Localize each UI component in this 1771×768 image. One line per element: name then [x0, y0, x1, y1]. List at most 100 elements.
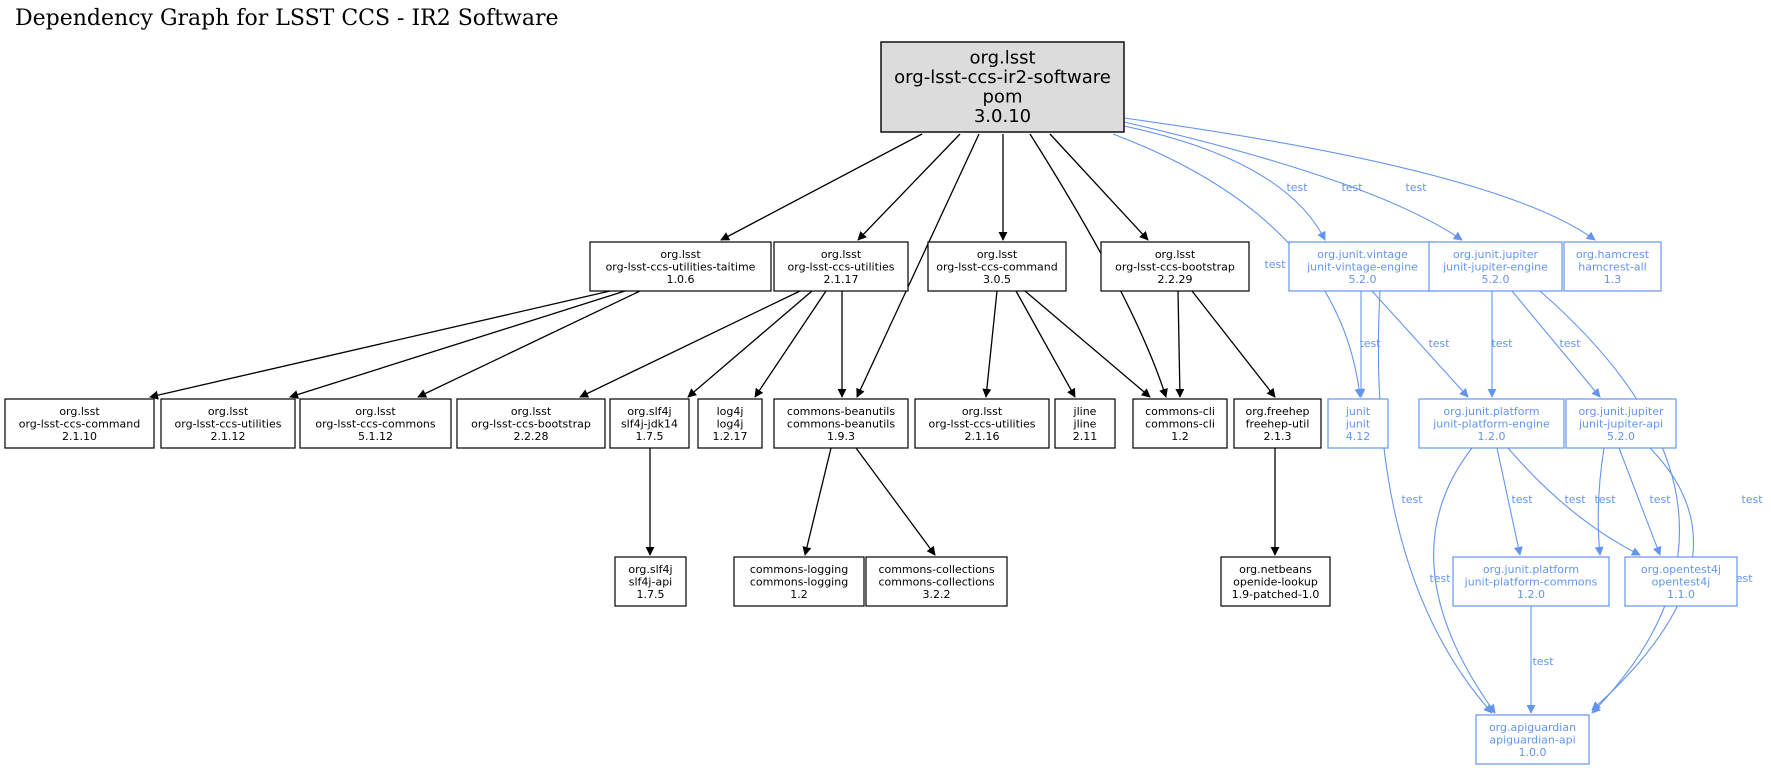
edge-label-jupeng-to-jupapi: test — [1559, 337, 1581, 350]
node-label-line: junit-vintage-engine — [1306, 260, 1418, 273]
edge-platengine-to-apiguardian — [1433, 447, 1496, 714]
node-label-line: org.lsst — [969, 48, 1035, 69]
node-box — [1452, 556, 1610, 607]
node-label-line: apiguardian-api — [1489, 733, 1575, 746]
node-label-line: commons-collections — [878, 575, 994, 588]
node-label-line: 2.1.3 — [1264, 430, 1292, 443]
node-org-lsst-ccs-utilities-taitime-1-0-6: org.lsstorg-lsst-ccs-utilities-taitime1.… — [589, 241, 772, 292]
node-junit-platform-commons-1-2-0: org.junit.platformjunit-platform-commons… — [1452, 556, 1610, 607]
node-label-line: jline — [1073, 417, 1097, 430]
node-label-line: org.lsst — [355, 405, 396, 418]
node-label-line: org.hamcrest — [1576, 248, 1650, 261]
node-label-line: hamcrest-all — [1578, 260, 1646, 273]
edge-label-jupeng-to-platengine: test — [1491, 337, 1513, 350]
node-label-line: 1.9-patched-1.0 — [1232, 588, 1320, 601]
node-box — [1233, 398, 1322, 449]
edge-label-root-to-vintage: test — [1286, 181, 1308, 194]
node-box — [773, 398, 909, 449]
node-label-line: org.lsst — [660, 248, 701, 261]
node-label-line: org.lsst — [511, 405, 552, 418]
edge-label-jupapi-to-platcommons: test — [1594, 493, 1616, 506]
node-box — [1054, 398, 1116, 449]
edge-taitime-to-cmd2110 — [149, 290, 611, 400]
node-label-line: org-lsst-ccs-utilities — [788, 260, 895, 273]
node-label-line: org.slf4j — [627, 405, 671, 418]
node-box — [614, 556, 687, 607]
node-label-line: commons-collections — [878, 563, 994, 576]
edge-boot2229-to-cli — [1175, 290, 1185, 398]
node-box — [160, 398, 296, 449]
edge-label-jupapi-to-opentest4j: test — [1649, 493, 1671, 506]
edge-beanutils-to-logging — [802, 447, 832, 556]
node-label-line: 3.2.2 — [923, 588, 951, 601]
edge-label-vintage-to-apiguardian: test — [1401, 493, 1423, 506]
edge-cmd305-to-cli — [1024, 290, 1151, 398]
node-label-line: org-lsst-ccs-ir2-software — [894, 67, 1111, 88]
edge-label-vintage-to-platengine: test — [1428, 337, 1450, 350]
node-box — [865, 556, 1008, 607]
node-label-line: 1.3 — [1604, 273, 1622, 286]
node-label-line: junit — [1345, 417, 1371, 430]
node-label-line: org.lsst — [977, 248, 1018, 261]
node-label-line: org.junit.jupiter — [1453, 248, 1539, 261]
node-label-line: org-lsst-ccs-command — [936, 260, 1058, 273]
node-label-line: 2.2.28 — [514, 430, 549, 443]
node-label-line: 1.0.0 — [1519, 746, 1547, 759]
edge-cmd305-to-util2116 — [982, 290, 998, 398]
node-org-lsst-ccs-ir2-software-3-0-10: org.lsstorg-lsst-ccs-ir2-softwarepom3.0.… — [880, 41, 1125, 133]
edge-root-to-vintage — [1123, 125, 1326, 241]
node-label-line: 2.1.16 — [965, 430, 1000, 443]
node-box — [1327, 398, 1389, 449]
node-label-line: freehep-util — [1246, 417, 1310, 430]
edge-util2117-to-slf4jjdk — [687, 290, 813, 398]
node-label-line: log4j — [717, 417, 744, 430]
edge-vintage-to-apiguardian — [1377, 290, 1493, 714]
node-label-line: org.apiguardian — [1489, 721, 1576, 734]
node-label-line: junit-jupiter-engine — [1442, 260, 1548, 273]
node-label-line: commons-logging — [750, 575, 848, 588]
edge-root-to-junit — [1112, 133, 1364, 398]
edge-label-platcommons-to-apiguardian: test — [1532, 655, 1554, 668]
node-label-line: 1.2.17 — [713, 430, 748, 443]
node-label-line: commons-beanutils — [787, 405, 895, 418]
node-label-line: org.junit.vintage — [1317, 248, 1408, 261]
node-openide-lookup-1-9-patched-1-0: org.netbeansopenide-lookup1.9-patched-1.… — [1220, 556, 1331, 607]
node-label-line: org-lsst-ccs-utilities-taitime — [606, 260, 756, 273]
node-label-line: junit-platform-engine — [1432, 417, 1550, 430]
graph-title: Dependency Graph for LSST CCS - IR2 Soft… — [15, 6, 559, 31]
node-box — [773, 241, 909, 292]
edge-root-to-hamcrest — [1123, 117, 1596, 241]
edge-root-to-boot2229 — [1049, 133, 1149, 241]
node-label-line: org-lsst-ccs-bootstrap — [1115, 260, 1235, 273]
node-box — [733, 556, 865, 607]
node-label-line: org-lsst-ccs-bootstrap — [471, 417, 591, 430]
node-label-line: org.opentest4j — [1641, 563, 1721, 576]
edge-label-root-to-junit: test — [1264, 258, 1286, 271]
edge-root-to-taitime — [720, 133, 923, 241]
edge-jupeng-to-apiguardian — [1539, 290, 1680, 714]
node-label-line: junit-platform-commons — [1464, 575, 1598, 588]
edge-root-to-jupeng — [1123, 121, 1463, 241]
node-box — [456, 398, 606, 449]
edge-util2117-to-boot2228 — [579, 290, 801, 398]
node-label-line: 2.11 — [1073, 430, 1098, 443]
edges-layer: test test test test test test test test test test… — [149, 117, 1763, 714]
node-label-line: org.slf4j — [628, 563, 672, 576]
edge-label-platengine-to-platcommons: test — [1511, 493, 1533, 506]
node-label-line: slf4j-jdk14 — [621, 417, 678, 430]
edge-platengine-to-opentest4j — [1507, 447, 1641, 556]
node-label-line: 5.2.0 — [1482, 273, 1510, 286]
node-label-line: org.junit.jupiter — [1578, 405, 1664, 418]
edge-label-jupeng-to-apiguardian: test — [1741, 493, 1763, 506]
